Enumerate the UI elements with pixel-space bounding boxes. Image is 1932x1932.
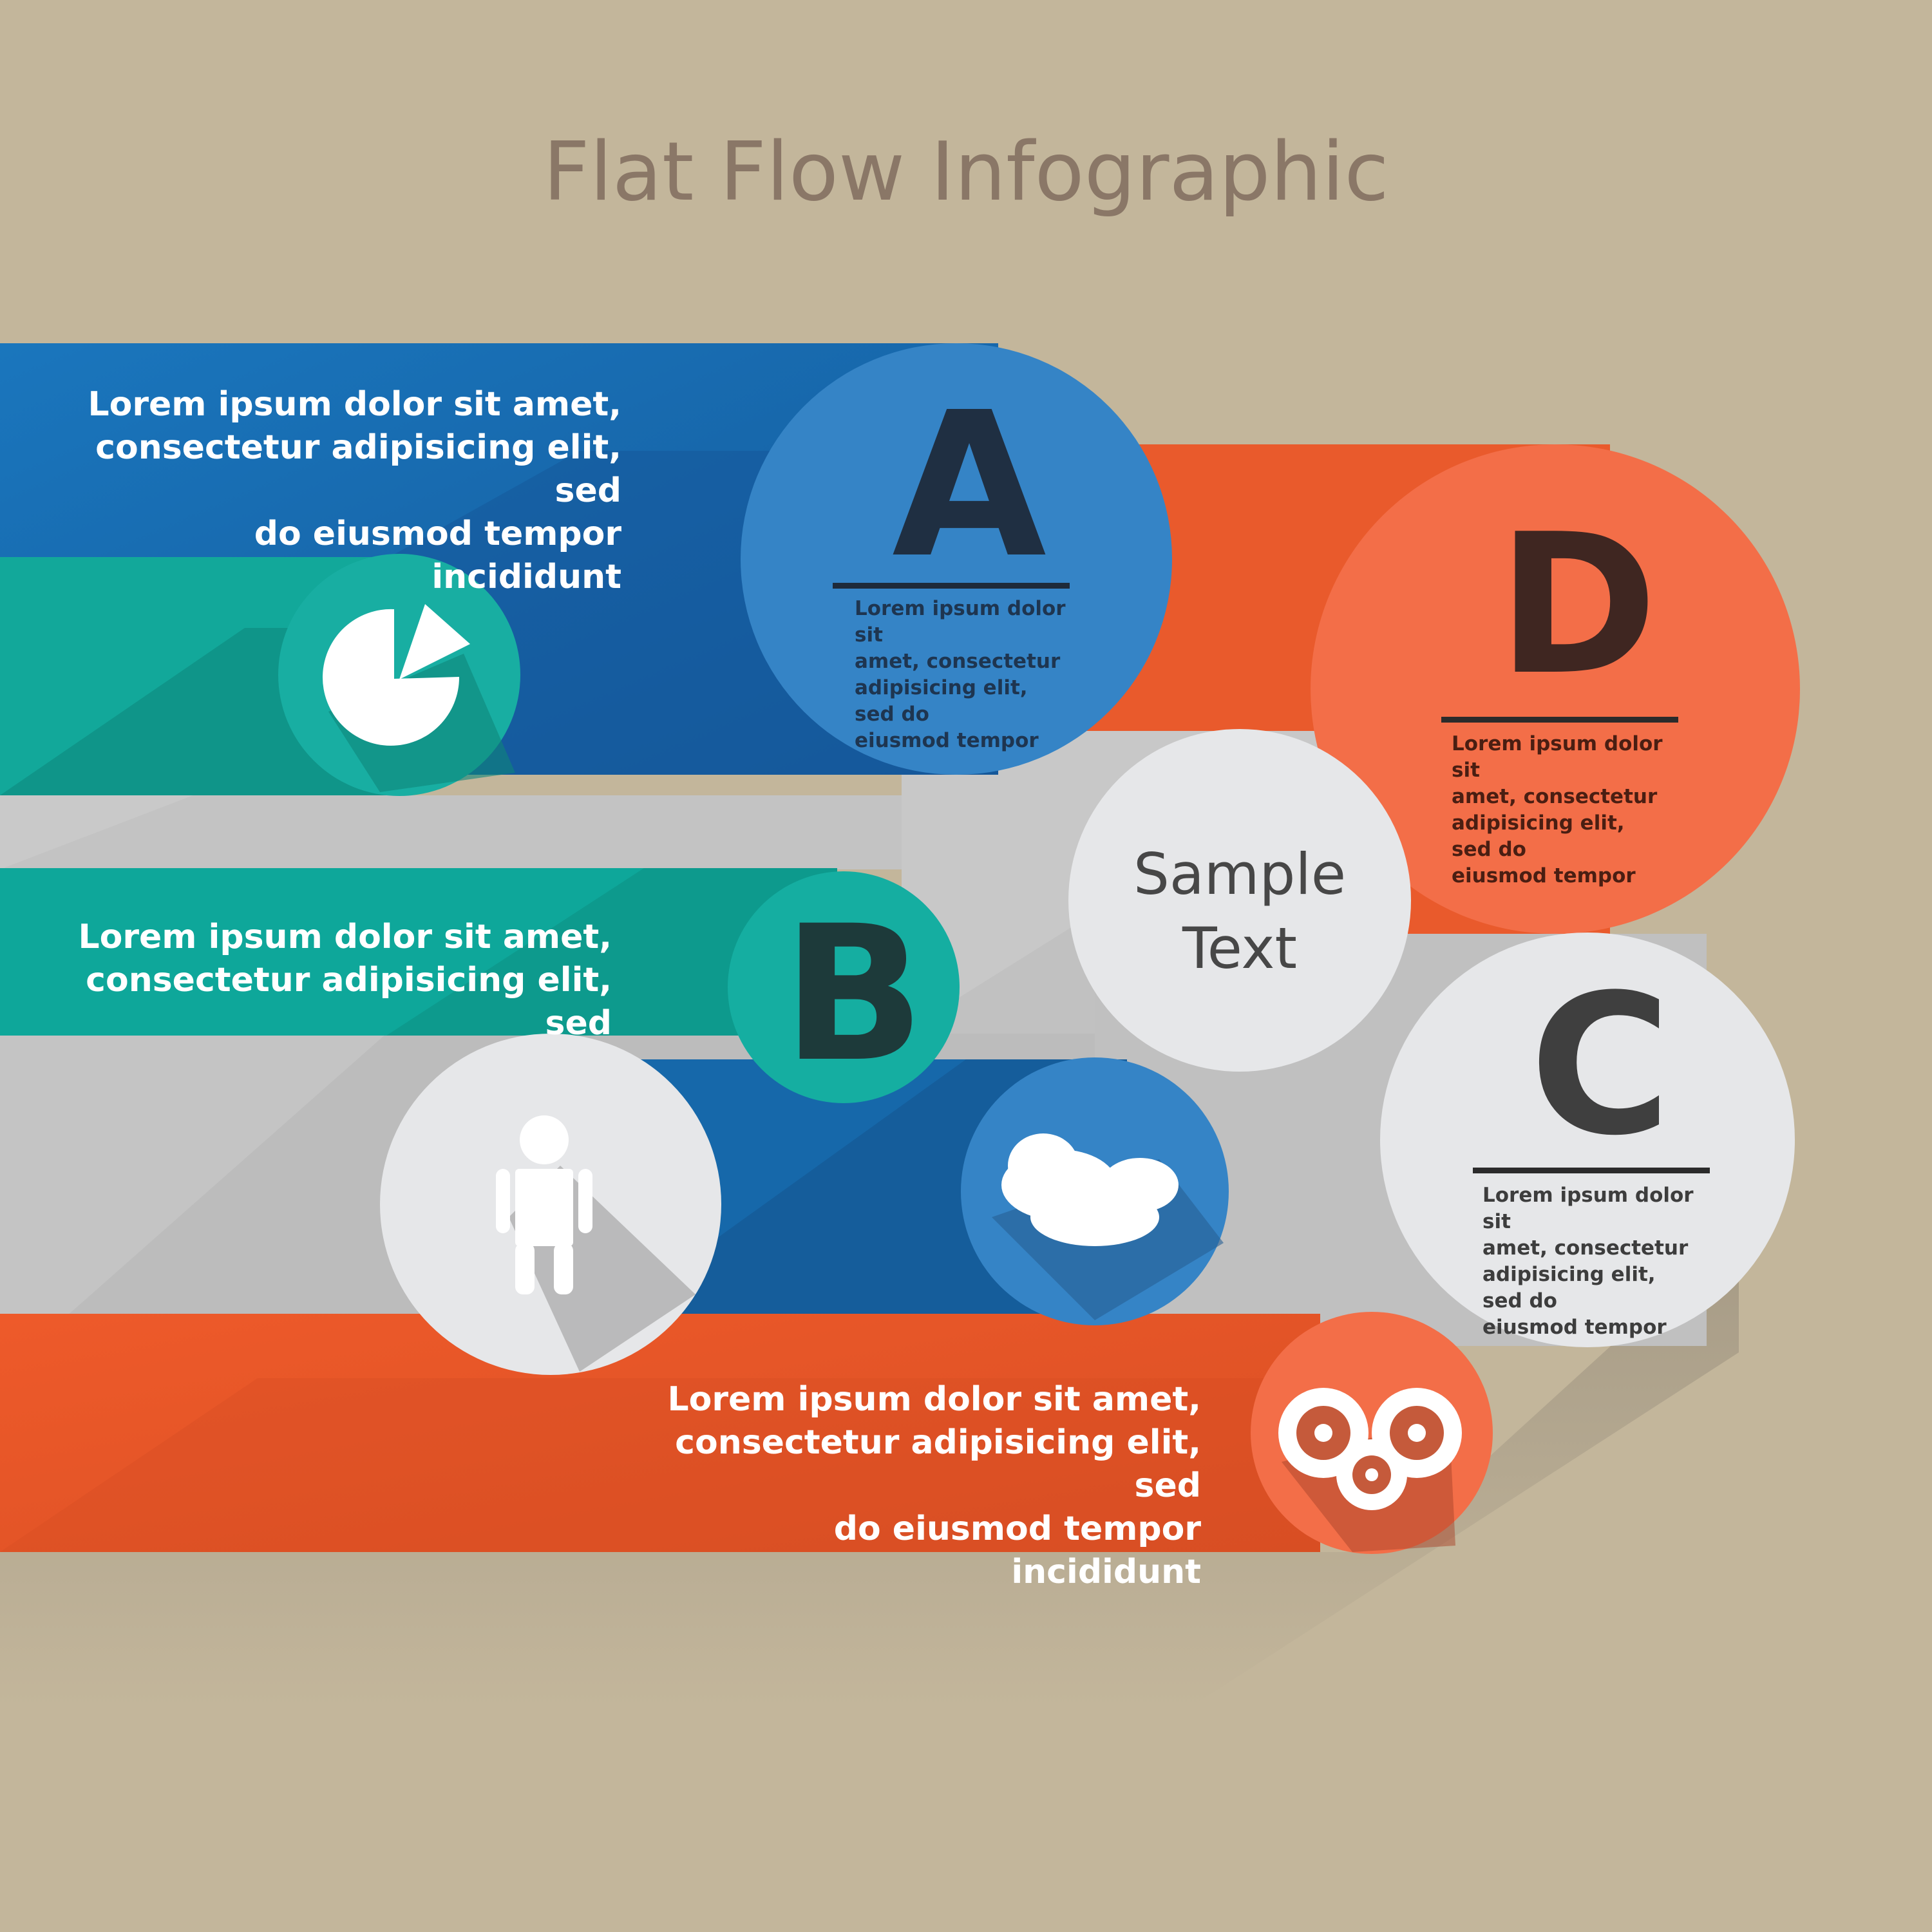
band-a-text: Lorem ipsum dolor sit amet, consectetur …	[88, 385, 622, 596]
circle-b	[728, 871, 960, 1103]
circle-a-letter: A	[892, 370, 1046, 602]
circle-d-underline	[1441, 717, 1678, 723]
page-title: Flat Flow Infographic	[543, 124, 1389, 219]
band-gears-text: Lorem ipsum dolor sit amet, consectetur …	[667, 1380, 1202, 1591]
circle-a	[741, 343, 1172, 775]
ground-shadow	[0, 1256, 1739, 1707]
circle-d-letter: D	[1497, 493, 1658, 717]
circle-d-text: Lorem ipsum dolor sit amet, consectetur …	[1452, 732, 1663, 887]
gears-icon	[1251, 1312, 1493, 1554]
circle-center	[1068, 729, 1411, 1072]
circle-b-letter: B	[782, 886, 925, 1103]
band-b	[0, 868, 837, 1036]
center-sample-text: Sample Text	[1133, 841, 1346, 981]
circle-c-text: Lorem ipsum dolor sit amet, consectetur …	[1482, 1184, 1694, 1339]
circle-c	[1380, 933, 1795, 1347]
circle-a-underline	[833, 583, 1070, 589]
circle-c-underline	[1473, 1168, 1710, 1173]
circle-a-text: Lorem ipsum dolor sit amet, consectetur …	[855, 597, 1066, 752]
person-icon	[380, 1034, 721, 1375]
circle-d	[1311, 444, 1800, 934]
cloud-icon	[961, 1057, 1229, 1325]
band-b-text: Lorem ipsum dolor sit amet, consectetur …	[78, 918, 612, 1043]
circle-c-letter: C	[1530, 953, 1672, 1178]
band-gears	[0, 1314, 1320, 1552]
pie-chart-icon	[278, 554, 520, 796]
